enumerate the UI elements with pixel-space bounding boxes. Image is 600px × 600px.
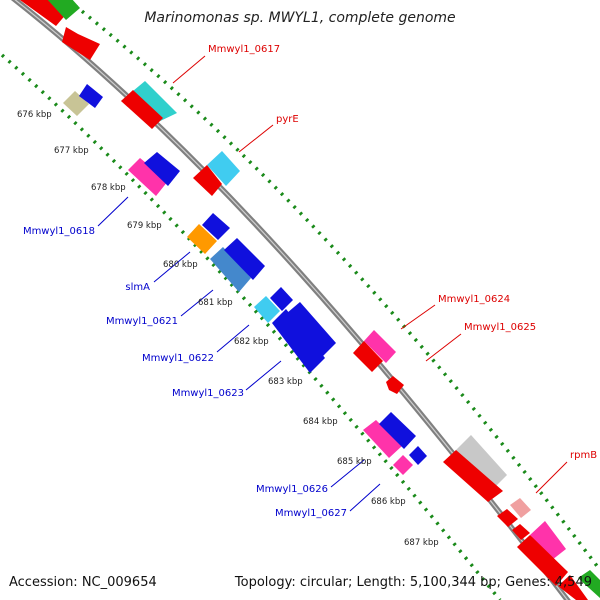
gene-arrow[interactable]	[353, 341, 383, 372]
gene-label-pyre[interactable]: pyrE	[276, 114, 299, 125]
inner-track-dots	[0, 53, 502, 600]
gene-label-slma[interactable]: slmA	[125, 282, 150, 293]
gene-label-mmwyl1-0618[interactable]: Mmwyl1_0618	[23, 226, 95, 237]
gene-arrow[interactable]	[512, 524, 530, 540]
gene-arrow[interactable]	[379, 412, 416, 449]
gene-arrow[interactable]	[121, 81, 177, 124]
tick-labels: 676 kbp 677 kbp 678 kbp 679 kbp 680 kbp …	[17, 110, 439, 548]
tick-label: 685 kbp	[337, 457, 372, 467]
gene-arrow[interactable]	[364, 330, 396, 363]
tick-label: 687 kbp	[404, 538, 439, 548]
tick-label: 682 kbp	[234, 337, 269, 347]
tick-label: 683 kbp	[268, 377, 303, 387]
genome-backbone-highlight	[14, 0, 569, 600]
gene-arrow[interactable]	[443, 450, 503, 502]
gene-arrow[interactable]	[530, 521, 566, 560]
gene-arrow[interactable]	[46, 0, 80, 20]
gene-arrow[interactable]	[456, 435, 507, 490]
gene-arrow[interactable]	[63, 91, 89, 116]
tick-label: 679 kbp	[127, 221, 162, 231]
accession-text: Accession: NC_009654	[9, 575, 157, 590]
gene-arrow[interactable]	[254, 296, 280, 323]
gene-label-mmwyl1-0622[interactable]: Mmwyl1_0622	[142, 353, 214, 364]
gene-label-mmwyl1-0627[interactable]: Mmwyl1_0627	[275, 508, 347, 519]
gene-arrow[interactable]	[210, 247, 251, 292]
gene-arrow[interactable]	[193, 165, 222, 196]
gene-label-mmwyl1-0621[interactable]: Mmwyl1_0621	[106, 316, 178, 327]
label-leaders	[97, 55, 568, 512]
gene-arrow[interactable]	[363, 420, 402, 458]
gene-arrow[interactable]	[224, 238, 265, 280]
gene-arrow[interactable]	[207, 151, 240, 186]
gene-arrow[interactable]	[510, 498, 531, 518]
tick-label: 677 kbp	[54, 146, 89, 156]
gene-arrow[interactable]	[578, 570, 600, 598]
tick-label: 676 kbp	[17, 110, 52, 120]
gene-arrow[interactable]	[121, 90, 163, 129]
tick-label: 684 kbp	[303, 417, 338, 427]
gene-arrow[interactable]	[287, 302, 336, 356]
tick-label: 681 kbp	[198, 298, 233, 308]
gene-arrow[interactable]	[386, 376, 404, 394]
gene-arrow[interactable]	[409, 446, 427, 465]
gene-label-rpmb[interactable]: rpmB	[570, 450, 597, 461]
gene-arrow[interactable]	[497, 509, 518, 527]
gene-label-mmwyl1-0625[interactable]: Mmwyl1_0625	[464, 322, 536, 333]
genome-summary-text: Topology: circular; Length: 5,100,344 bp…	[234, 575, 592, 590]
reverse-genes	[63, 84, 427, 475]
outer-track-dots	[66, 0, 600, 572]
gene-label-mmwyl1-0626[interactable]: Mmwyl1_0626	[256, 484, 328, 495]
gene-arrow[interactable]	[558, 575, 588, 600]
gene-arrow[interactable]	[272, 309, 325, 373]
gene-arrow[interactable]	[202, 213, 230, 240]
gene-arrow[interactable]	[128, 158, 168, 196]
genome-title: Marinomonas sp. MWYL1, complete genome	[144, 10, 456, 26]
gene-arrow[interactable]	[62, 27, 100, 60]
gene-arrow[interactable]	[517, 535, 568, 586]
tick-label: 678 kbp	[91, 183, 126, 193]
gene-arrow[interactable]	[393, 455, 413, 475]
tick-label: 680 kbp	[163, 260, 198, 270]
forward-genes	[20, 0, 600, 600]
tick-label: 686 kbp	[371, 497, 406, 507]
gene-label-mmwyl1-0617[interactable]: Mmwyl1_0617	[208, 44, 280, 55]
gene-arrow[interactable]	[144, 152, 180, 186]
gene-label-mmwyl1-0623[interactable]: Mmwyl1_0623	[172, 388, 244, 399]
gene-arrow[interactable]	[187, 224, 217, 254]
gene-label-mmwyl1-0624[interactable]: Mmwyl1_0624	[438, 294, 510, 305]
gene-arrow[interactable]	[270, 287, 293, 311]
gene-arrow[interactable]	[79, 84, 103, 108]
